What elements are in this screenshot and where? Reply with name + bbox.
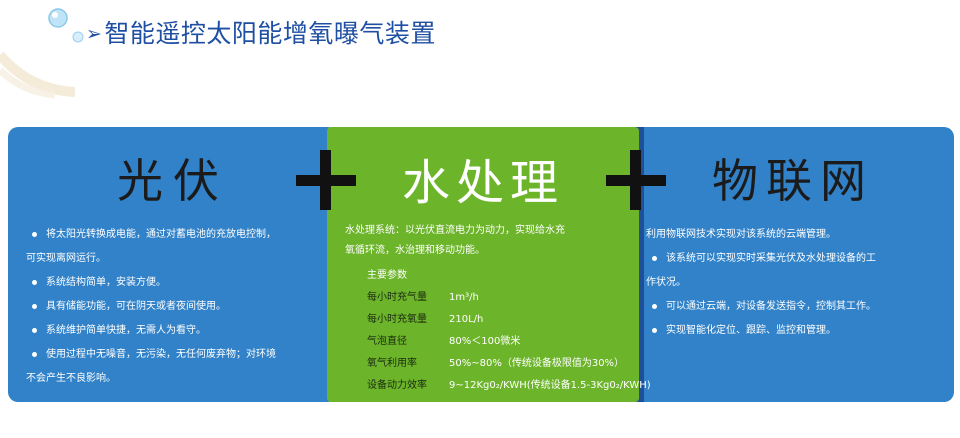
bullet-text: 实现智能化定位、跟踪、监控和管理。 [666, 325, 836, 336]
bullet-text: 将太阳光转换成电能，通过对蓄电池的充放电控制， [46, 229, 276, 240]
params-title: 主要参数 [367, 270, 407, 281]
list-item: 该系统可以实现实时采集光伏及水处理设备的工作状况。 [646, 247, 946, 295]
bullet-list: 将太阳光转换成电能，通过对蓄电池的充放电控制， 可实现离网运行。 系统结构简单，安… [26, 223, 326, 391]
table-row: 氧气利用率 50%~80%（传统设备极限值为30%） [367, 353, 651, 375]
parameter-table: 主要参数 每小时充气量 1m³/h 每小时充氧量 210L/h 气泡直径 80%＜10… [367, 265, 651, 397]
param-key: 每小时充氧量 [367, 314, 427, 325]
title-arrow: ➢ [86, 23, 103, 45]
bullet-text: 系统结构简单，安装方便。 [46, 277, 166, 288]
panel-water-treatment: 水处理 水处理系统：以光伏直流电力为动力，实现给水充 氧循环流，水治理和移动功能… [327, 127, 651, 402]
param-value: 50%~80%（传统设备极限值为30%） [449, 358, 625, 369]
bullet-text: 可以通过云端，对设备发送指令，控制其工作。 [666, 301, 876, 312]
slide-title: ➢智能遥控太阳能增氧曝气装置 [86, 14, 436, 50]
bullet-text: 该系统可以实现实时采集光伏及水处理设备的工 [666, 253, 876, 264]
param-key: 每小时充气量 [367, 292, 427, 303]
bullet-dot-icon [32, 328, 37, 333]
param-key: 气泡直径 [367, 336, 407, 347]
bullet-text: 使用过程中无噪音，无污染，无任何废弃物；对环境 [46, 349, 276, 360]
param-value: 80%＜100微米 [449, 336, 521, 347]
bullet-dot-icon [652, 304, 657, 309]
bullet-text: 系统维护简单快捷，无需人为看守。 [46, 325, 206, 336]
list-item: 系统结构简单，安装方便。 [26, 271, 326, 295]
panel-heading: 水处理 [401, 155, 564, 211]
bullet-text-cont: 不会产生不良影响。 [26, 373, 116, 384]
plus-icon [296, 150, 356, 210]
intro-text: 利用物联网技术实现对该系统的云端管理。 [646, 229, 836, 240]
intro-line: 氧循环流，水治理和移动功能。 [345, 245, 485, 256]
param-value: 9~12Kg0₂/KWH(传统设备1.5-3Kg0₂/KWH) [449, 380, 651, 391]
table-row: 气泡直径 80%＜100微米 [367, 331, 651, 353]
param-value: 1m³/h [449, 292, 479, 303]
bullet-list: 利用物联网技术实现对该系统的云端管理。 该系统可以实现实时采集光伏及水处理设备的… [646, 223, 946, 343]
bullet-text: 具有储能功能，可在阴天或者夜间使用。 [46, 301, 226, 312]
bullet-text-cont: 可实现离网运行。 [26, 253, 106, 264]
list-item: 系统维护简单快捷，无需人为看守。 [26, 319, 326, 343]
panel-iot: 物联网 利用物联网技术实现对该系统的云端管理。 该系统可以实现实时采集光伏及水处… [632, 127, 954, 402]
plus-icon [606, 150, 666, 210]
bullet-dot-icon [32, 352, 37, 357]
list-item: 具有储能功能，可在阴天或者夜间使用。 [26, 295, 326, 319]
table-row: 每小时充氧量 210L/h [367, 309, 651, 331]
param-key: 设备动力效率 [367, 380, 427, 391]
table-row: 设备动力效率 9~12Kg0₂/KWH(传统设备1.5-3Kg0₂/KWH) [367, 375, 651, 397]
panel-heading: 光伏 [117, 154, 229, 208]
list-item: 使用过程中无噪音，无污染，无任何废弃物；对环境不会产生不良影响。 [26, 343, 326, 391]
panel-photovoltaic: 光伏 将太阳光转换成电能，通过对蓄电池的充放电控制， 可实现离网运行。 系统结构简… [8, 127, 338, 402]
title-text: 智能遥控太阳能增氧曝气装置 [104, 19, 436, 48]
panel-heading: 物联网 [712, 154, 874, 208]
param-value: 210L/h [449, 314, 484, 325]
intro-line: 水处理系统：以光伏直流电力为动力，实现给水充 [345, 225, 565, 236]
bullet-dot-icon [32, 304, 37, 309]
list-item: 实现智能化定位、跟踪、监控和管理。 [646, 319, 946, 343]
table-row: 每小时充气量 1m³/h [367, 287, 651, 309]
list-item: 可以通过云端，对设备发送指令，控制其工作。 [646, 295, 946, 319]
bullet-dot-icon [652, 256, 657, 261]
bullet-text-cont: 作状况。 [646, 277, 686, 288]
param-key: 氧气利用率 [367, 358, 417, 369]
list-item: 将太阳光转换成电能，通过对蓄电池的充放电控制， 可实现离网运行。 [26, 223, 326, 271]
bullet-dot-icon [32, 232, 37, 237]
bullet-dot-icon [652, 328, 657, 333]
intro-text: 水处理系统：以光伏直流电力为动力，实现给水充 氧循环流，水治理和移动功能。 [345, 221, 635, 261]
decorative-bubble-icon [0, 8, 84, 99]
bullet-dot-icon [32, 280, 37, 285]
